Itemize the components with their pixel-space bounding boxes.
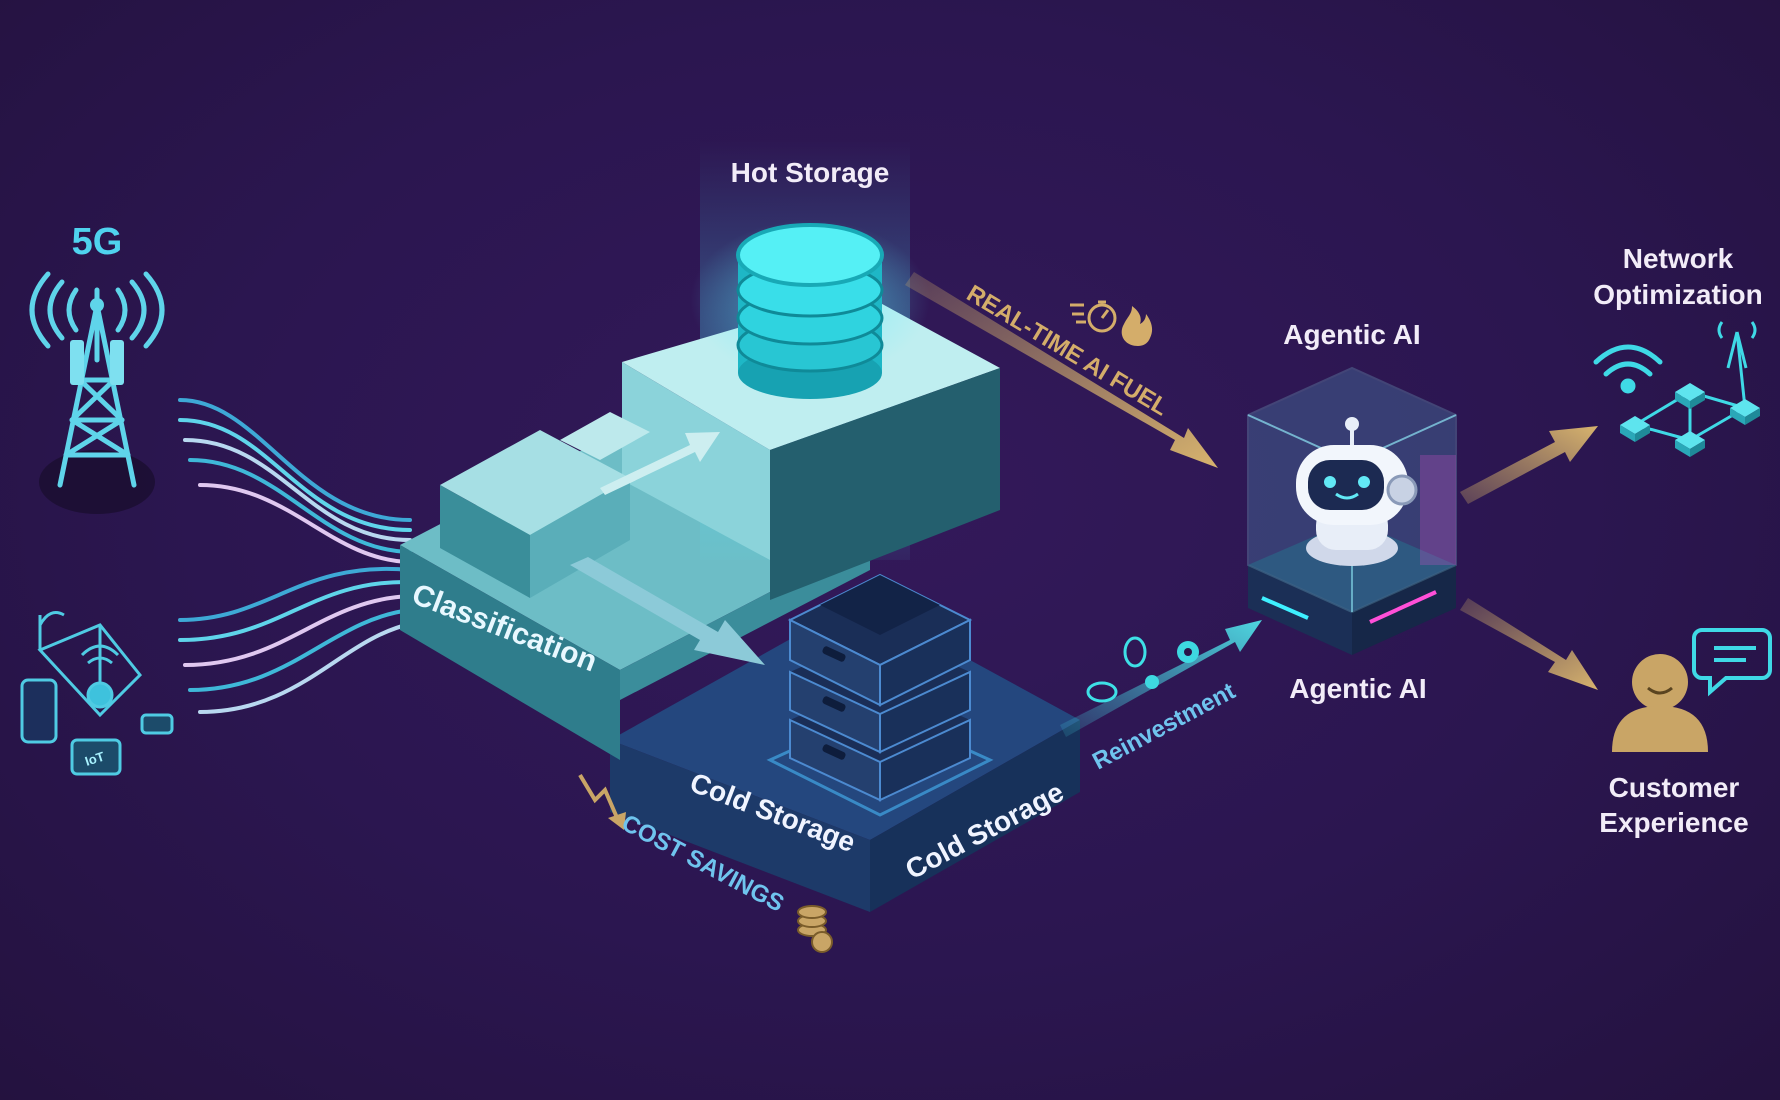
hot-storage-label: Hot Storage: [731, 157, 890, 188]
wifi-icon: [1593, 344, 1663, 394]
coins-stack-icon: [797, 905, 833, 953]
server-drawers-icon: [766, 573, 994, 817]
cost-savings-arrow: [578, 773, 626, 830]
network-nodes-icon: [1620, 321, 1760, 457]
cell-tower-icon: [29, 271, 165, 514]
customer-arrow: [1460, 598, 1598, 690]
robot-icon: [1296, 417, 1418, 566]
person-icon: [1612, 654, 1708, 752]
agentic-ai-label-bottom: Agentic AI: [1289, 673, 1426, 704]
gear-icon: [1145, 641, 1199, 689]
real-time-arrow: [905, 272, 1218, 468]
classification-arrow-down: [570, 557, 765, 665]
network-arrow: [1460, 426, 1598, 504]
flame-icon: [1121, 306, 1153, 346]
classification-blocks: [440, 412, 650, 598]
network-optimization-label-2: Optimization: [1593, 279, 1763, 310]
network-optimization-label-1: Network: [1623, 243, 1734, 274]
iot-network-icon: [20, 611, 174, 776]
customer-experience-label-1: Customer: [1609, 772, 1740, 803]
customer-experience-label-2: Experience: [1599, 807, 1748, 838]
reinvestment-arrow: [1060, 620, 1262, 737]
database-icon: [690, 220, 930, 399]
classification-arrow-up: [600, 432, 720, 495]
agentic-ai-label-top: Agentic AI: [1283, 319, 1420, 350]
5g-label: 5G: [72, 221, 123, 263]
data-flow-wires: [178, 398, 412, 714]
coins-icon: [1086, 636, 1147, 703]
iot-chip-label: IoT: [83, 749, 106, 769]
stopwatch-icon: [1070, 300, 1117, 333]
chat-bubble-icon: [1692, 628, 1772, 697]
reinvestment-label: Reinvestment: [1088, 678, 1240, 776]
